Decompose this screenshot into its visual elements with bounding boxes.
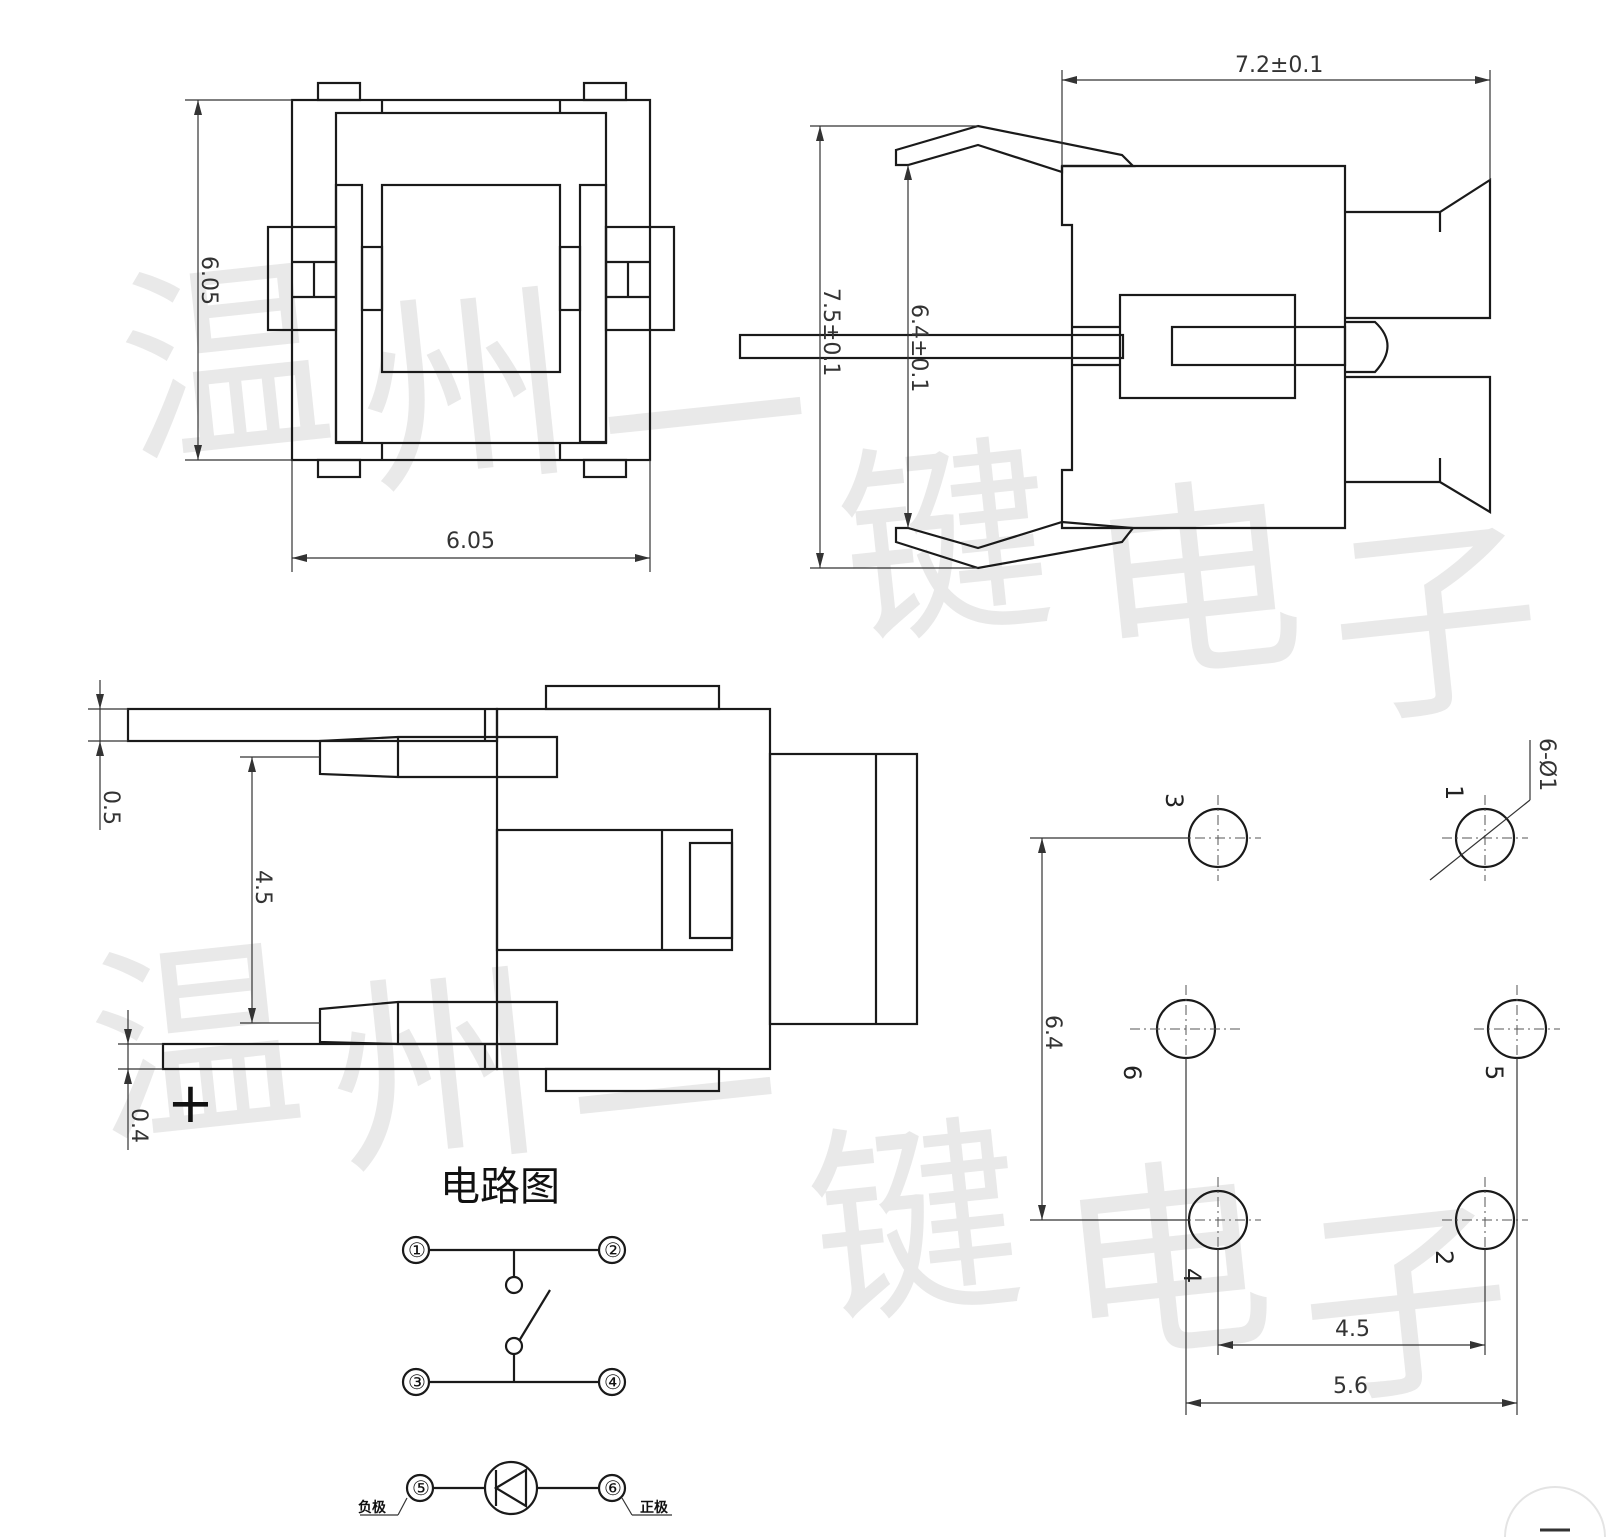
dim-side-inner: 6.4±0.1	[906, 304, 931, 392]
dim-pcb-inner-span: 4.5	[1335, 1317, 1370, 1342]
watermark-char-4: 键	[828, 412, 1062, 678]
top-view-lead-tr	[582, 81, 628, 102]
pcb-footprint: 3 1 6 5 4 2 6-Ø1	[1030, 738, 1560, 1415]
watermark-char-6: 子	[1318, 492, 1552, 758]
front-view: 0.5 4.5 0.4 +	[88, 680, 919, 1150]
front-view-top-tab	[544, 684, 721, 711]
side-view-shaft	[738, 333, 1125, 360]
side-view-plunger	[1170, 325, 1347, 367]
pin-label-5: 5	[1480, 1065, 1508, 1080]
watermark-char-5: 电	[1078, 452, 1312, 718]
watermark-char-6b: 子	[1288, 1172, 1522, 1438]
circuit-title: 电路图	[440, 1164, 560, 1210]
switch-contact-top	[504, 1275, 524, 1295]
watermark-char-3b: 一	[558, 972, 792, 1238]
dim-top-height: 6.05	[196, 256, 221, 305]
pin-label-3: 3	[1160, 793, 1188, 808]
pin-label-4: 4	[1178, 1268, 1206, 1283]
pin-label-6: 6	[1118, 1065, 1146, 1080]
side-view-upper-clip	[894, 124, 1136, 174]
circuit-pin-3: ③	[408, 1370, 426, 1394]
pin-label-2: 2	[1430, 1250, 1458, 1265]
pcb-hole-3: 3	[1160, 793, 1261, 881]
circuit-diagram: 电路图 ① ② ③ ④ ⑤ ⑥ 负极 正极	[358, 1164, 672, 1516]
watermark-char-4b: 键	[798, 1092, 1032, 1358]
side-view-body	[1060, 164, 1347, 530]
circuit-pos-label: 正极	[640, 1499, 669, 1516]
dim-lead-thickness: 0.5	[98, 790, 123, 825]
watermark-char-2b: 州	[318, 942, 552, 1208]
dim-side-outer: 7.5±0.1	[818, 288, 843, 376]
watermark-char-1: 温	[108, 232, 342, 498]
front-view-upper-pin	[318, 735, 559, 779]
front-view-window	[688, 841, 734, 940]
top-view-right-tab	[604, 225, 676, 332]
pin-label-1: 1	[1440, 785, 1468, 800]
hole-spec-label: 6-Ø1	[1534, 738, 1559, 791]
dim-offset: 0.4	[126, 1108, 151, 1143]
front-view-cap	[768, 752, 919, 1026]
top-view-right-link	[558, 245, 582, 312]
side-view-upper-pin	[1345, 177, 1492, 320]
watermark-char-5b: 电	[1048, 1132, 1282, 1398]
top-view-left-link	[360, 245, 384, 312]
scroll-top-button[interactable]	[1504, 1486, 1606, 1537]
circuit-pin-6: ⑥	[604, 1476, 622, 1500]
watermark: 温 州 一 键 电 子 温 州 一 键 电 子	[78, 232, 1552, 1438]
side-view-actuator	[1118, 293, 1297, 400]
circuit-pin-2: ②	[604, 1238, 622, 1262]
top-view-body	[290, 98, 652, 462]
dim-pcb-outer-span: 5.6	[1333, 1374, 1368, 1399]
front-view-upper-lead	[126, 707, 499, 743]
top-view-lead-br	[582, 458, 628, 479]
dim-side-length: 7.2±0.1	[1235, 53, 1323, 78]
front-view-lower-lead	[161, 1042, 499, 1071]
side-view: 7.2±0.1 7.5±0.1 6.4±0.1	[738, 53, 1492, 570]
switch-blade	[518, 1289, 551, 1342]
dim-lead-spacing: 4.5	[250, 870, 275, 905]
front-view-bottom-tab	[544, 1067, 721, 1093]
watermark-char-3: 一	[588, 292, 822, 558]
circuit-pin-5: ⑤	[412, 1476, 430, 1500]
dim-pcb-vertical: 6.4	[1040, 1015, 1065, 1050]
pcb-hole-6: 6	[1118, 985, 1242, 1080]
polarity-plus-mark: +	[167, 1071, 214, 1136]
switch-contact-bottom	[504, 1336, 524, 1356]
top-view-lead-tl	[316, 81, 362, 102]
top-view: 6.05 6.05	[185, 81, 676, 572]
pcb-hole-1: 1	[1440, 785, 1528, 881]
top-view-left-tab	[266, 225, 338, 332]
circuit-pin-1: ①	[408, 1238, 426, 1262]
circuit-pin-4: ④	[604, 1370, 622, 1394]
led-symbol	[483, 1460, 539, 1516]
top-view-lead-bl	[316, 458, 362, 479]
side-view-lower-pin	[1345, 375, 1492, 514]
front-view-slider	[495, 828, 734, 952]
dim-top-width: 6.05	[446, 529, 495, 554]
side-view-lower-clip	[894, 520, 1136, 570]
side-view-led-dome	[1345, 320, 1389, 374]
circuit-neg-label: 负极	[358, 1499, 387, 1516]
watermark-char-2: 州	[348, 262, 582, 528]
